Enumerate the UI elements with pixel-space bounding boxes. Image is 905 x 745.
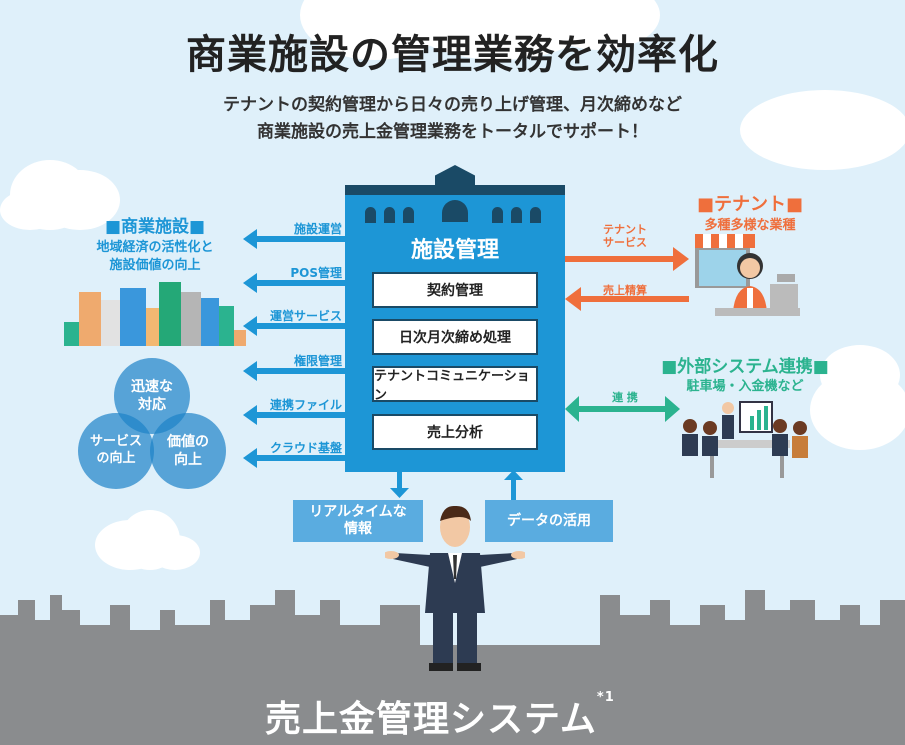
function-box: 売上分析 bbox=[372, 414, 538, 450]
meeting-illustration bbox=[682, 401, 808, 478]
cloud bbox=[810, 370, 905, 450]
benefit-circle: 迅速な 対応 bbox=[114, 358, 190, 434]
arrow-left bbox=[243, 273, 345, 293]
window bbox=[492, 207, 503, 223]
external-system-sub: 駐車場・入金機など bbox=[686, 379, 804, 394]
arrow-label: テナント サービス bbox=[603, 223, 647, 250]
arrow-label: 連携ファイル bbox=[269, 398, 342, 412]
facility-heading: 施設管理 bbox=[410, 238, 499, 263]
tenant-shop-illustration bbox=[695, 234, 800, 316]
arrow-label: 売上精算 bbox=[603, 284, 647, 297]
cloud bbox=[740, 90, 905, 170]
businessman-illustration bbox=[385, 505, 525, 671]
tenant-arrows bbox=[565, 247, 689, 311]
arrow-label: 連 携 bbox=[612, 391, 638, 404]
arrow-label: 権限管理 bbox=[293, 354, 342, 368]
footnote-mark: *1 bbox=[596, 690, 615, 705]
subtitle-line: テナントの契約管理から日々の売り上げ管理、月次締めなど bbox=[223, 95, 682, 115]
arrow-left bbox=[243, 405, 345, 425]
window bbox=[403, 207, 414, 223]
realtime-info-label: リアルタイムな 情報 bbox=[293, 500, 423, 542]
city-buildings-illustration bbox=[64, 282, 246, 346]
arrow-left bbox=[243, 316, 345, 336]
window bbox=[442, 200, 468, 222]
benefit-circle: 価値の 向上 bbox=[150, 413, 226, 489]
system-name-text: 売上金管理システム bbox=[265, 699, 597, 740]
arrow-left bbox=[243, 448, 345, 468]
system-name: 売上金管理システム*1 bbox=[265, 690, 615, 742]
arrow-left bbox=[243, 361, 345, 381]
window bbox=[365, 207, 376, 223]
external-double-arrow bbox=[565, 396, 680, 422]
window bbox=[530, 207, 541, 223]
arrow-label: POS管理 bbox=[290, 266, 342, 280]
tenant-sub: 多種多様な業種 bbox=[704, 218, 796, 233]
function-box: 契約管理 bbox=[372, 272, 538, 308]
cloud bbox=[150, 535, 200, 570]
window bbox=[511, 207, 522, 223]
function-box: 日次月次締め処理 bbox=[372, 319, 538, 355]
commercial-facility-heading: ■商業施設■ bbox=[104, 217, 206, 237]
page-title: 商業施設の管理業務を効率化 bbox=[186, 32, 719, 78]
cloud bbox=[0, 190, 60, 230]
commercial-facility-sub: 地域経済の活性化と bbox=[96, 240, 214, 255]
subtitle-line: 商業施設の売上金管理業務をトータルでサポート！ bbox=[257, 122, 648, 142]
data-use-label: データの活用 bbox=[485, 500, 613, 542]
flow-arrows bbox=[390, 470, 523, 500]
arrow-left bbox=[243, 229, 345, 249]
function-box: テナントコミュニケーション bbox=[372, 366, 538, 403]
external-system-heading: ■外部システム連携■ bbox=[661, 357, 829, 377]
arrow-label: 施設運営 bbox=[293, 222, 342, 236]
building-roof bbox=[345, 185, 565, 197]
arrow-label: 運営サービス bbox=[269, 309, 342, 323]
arrow-label: クラウド基盤 bbox=[269, 441, 342, 455]
benefit-circle: サービス の向上 bbox=[78, 413, 154, 489]
commercial-facility-sub: 施設価値の向上 bbox=[109, 258, 201, 273]
window bbox=[384, 207, 395, 223]
tenant-heading: ■テナント■ bbox=[696, 194, 803, 215]
